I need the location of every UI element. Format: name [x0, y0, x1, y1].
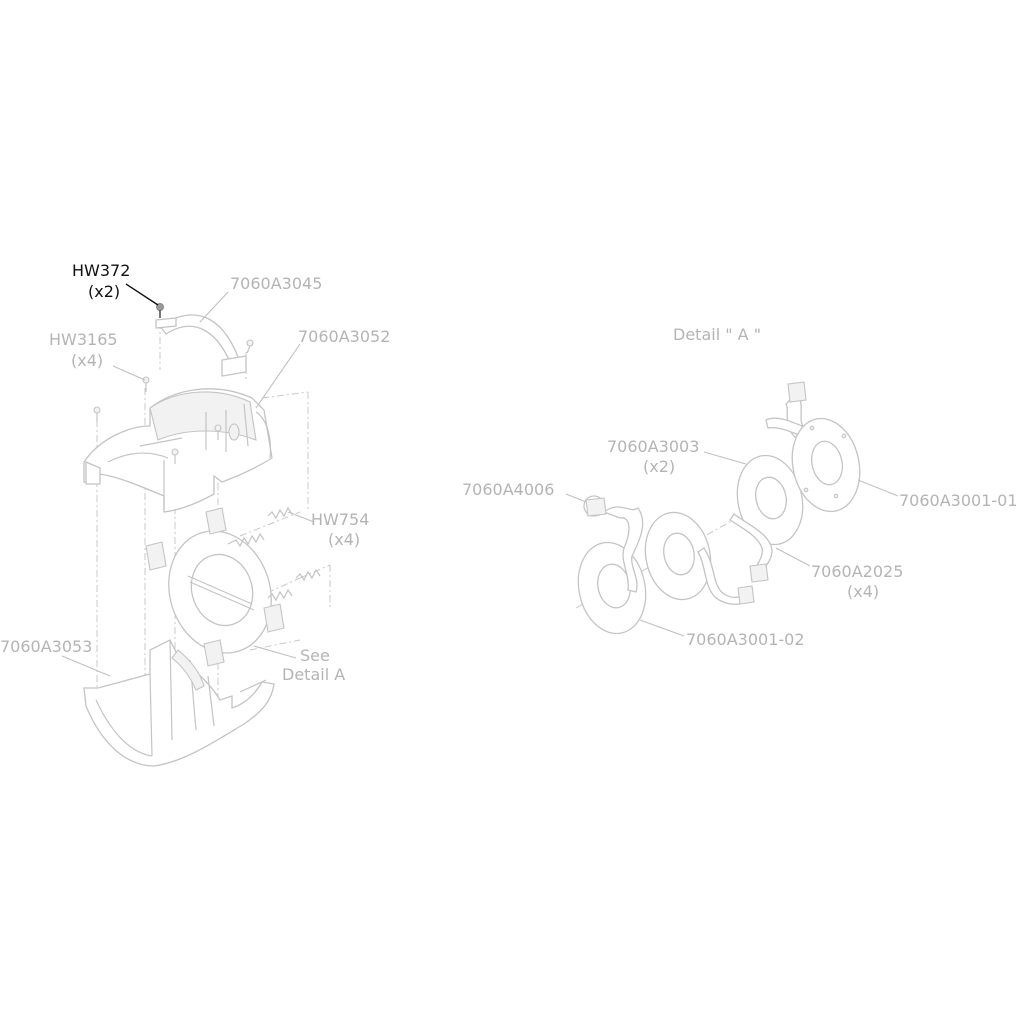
top-strap-part — [155, 314, 247, 377]
iris-plate-part — [145, 507, 285, 667]
hw3165-leader — [112, 365, 146, 381]
blade-with-tab-7060a4006 — [583, 495, 644, 593]
label-hw754: HW754 — [311, 510, 369, 529]
spring-hardware — [227, 506, 321, 602]
lens-tube-assembly: HW372 (x2) 7060A3045 HW3165 (x4) 7060A30… — [0, 261, 390, 767]
see-detail-leader — [253, 645, 297, 659]
detail-a-title: Detail " A " — [673, 325, 761, 344]
p3053-leader — [61, 655, 111, 677]
label-7060a3003: 7060A3003 — [607, 437, 699, 456]
hw3165-screws — [93, 339, 254, 464]
label-see-detail-a: Detail A — [282, 665, 345, 684]
label-7060a3045: 7060A3045 — [230, 274, 322, 293]
plate-7060a3001-02 — [577, 541, 647, 635]
label-hw3165-qty: (x4) — [71, 351, 103, 370]
label-7060a3001-02: 7060A3001-02 — [686, 630, 805, 649]
label-hw754-qty: (x4) — [328, 530, 360, 549]
p3052-leader — [255, 343, 301, 409]
label-7060a3053: 7060A3053 — [0, 637, 92, 656]
p3003-leader — [703, 451, 747, 465]
hw754-leader — [287, 511, 315, 523]
p3045-leader — [199, 291, 229, 323]
label-hw3165: HW3165 — [49, 330, 118, 349]
label-hw372: HW372 — [72, 261, 130, 280]
hw372-leader — [125, 283, 159, 306]
label-7060a3001-01: 7060A3001-01 — [899, 491, 1018, 510]
lower-housing-part — [83, 639, 275, 767]
plate-7060a3003 — [736, 454, 804, 546]
label-7060a2025: 7060A2025 — [811, 562, 903, 581]
blade-7060a2025 — [729, 513, 773, 605]
detail-a-exploded-view: Detail " A " — [462, 325, 1018, 649]
label-see: See — [300, 646, 330, 665]
plate-middle — [644, 511, 712, 601]
p2025-leader — [775, 547, 811, 567]
hw372-screw-icon — [156, 303, 164, 318]
p4006-leader — [565, 493, 587, 503]
plate-7060a3001-01 — [791, 417, 861, 513]
p3001-01-leader — [857, 479, 899, 497]
label-hw372-qty: (x2) — [88, 282, 120, 301]
label-7060a2025-qty: (x4) — [847, 582, 879, 601]
label-7060a3052: 7060A3052 — [298, 327, 390, 346]
label-7060a3003-qty: (x2) — [643, 457, 675, 476]
label-7060a4006: 7060A4006 — [462, 480, 554, 499]
p3001-02-leader — [639, 619, 685, 637]
